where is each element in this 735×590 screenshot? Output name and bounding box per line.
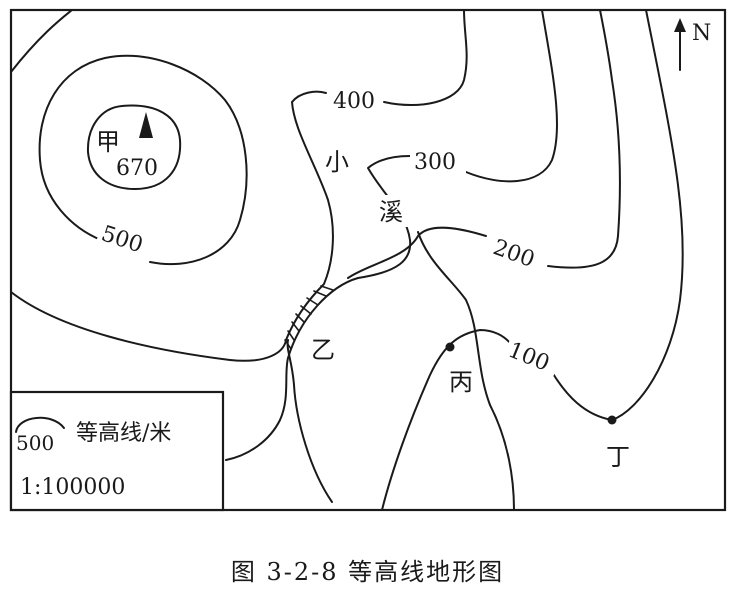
contour-100 [551,9,684,421]
stream-label-char-2: 溪 [379,198,403,226]
contour-400 [10,9,73,73]
peak-elevation: 670 [116,156,158,181]
contour-400 [383,9,468,106]
contour-400 [10,291,287,362]
contour-200 [347,226,487,279]
legend-sample-value: 500 [16,431,54,455]
contour-300 [465,9,559,183]
contour-200 [547,9,621,269]
place-ding: 丁 [606,443,630,471]
peak-name: 甲 [96,128,120,156]
contour-label-300: 300 [414,150,456,175]
point-bing-marker [445,342,455,352]
legend-box: 500 等高线/米 1:100000 [9,390,225,512]
north-label: N [692,21,711,46]
contour-label-500: 500 [98,221,146,258]
peak-triangle-icon [139,112,153,138]
contour-100 [381,329,511,511]
north-arrow-icon [674,18,686,71]
figure-caption: 图 3-2-8 等高线地形图 [230,558,505,586]
point-ding-marker [607,415,617,425]
legend-contour-label: 等高线/米 [76,421,171,446]
stream-label-char-1: 小 [325,148,349,176]
stream-valley-contour [417,231,515,511]
contour-300 [225,155,412,461]
contour-200 [286,339,333,503]
contour-label-200: 200 [490,235,538,273]
contour-label-group: 400 300 200 100 500 [94,84,564,382]
legend-scale: 1:100000 [20,475,125,500]
legend-contour-sample-icon [15,416,65,433]
contour-500 [38,54,248,266]
map-frame [9,8,727,512]
place-bing: 丙 [449,368,473,396]
contour-peak [86,104,182,190]
contour-400 [285,90,334,341]
place-yi: 乙 [311,336,335,364]
contour-label-400: 400 [333,89,375,114]
